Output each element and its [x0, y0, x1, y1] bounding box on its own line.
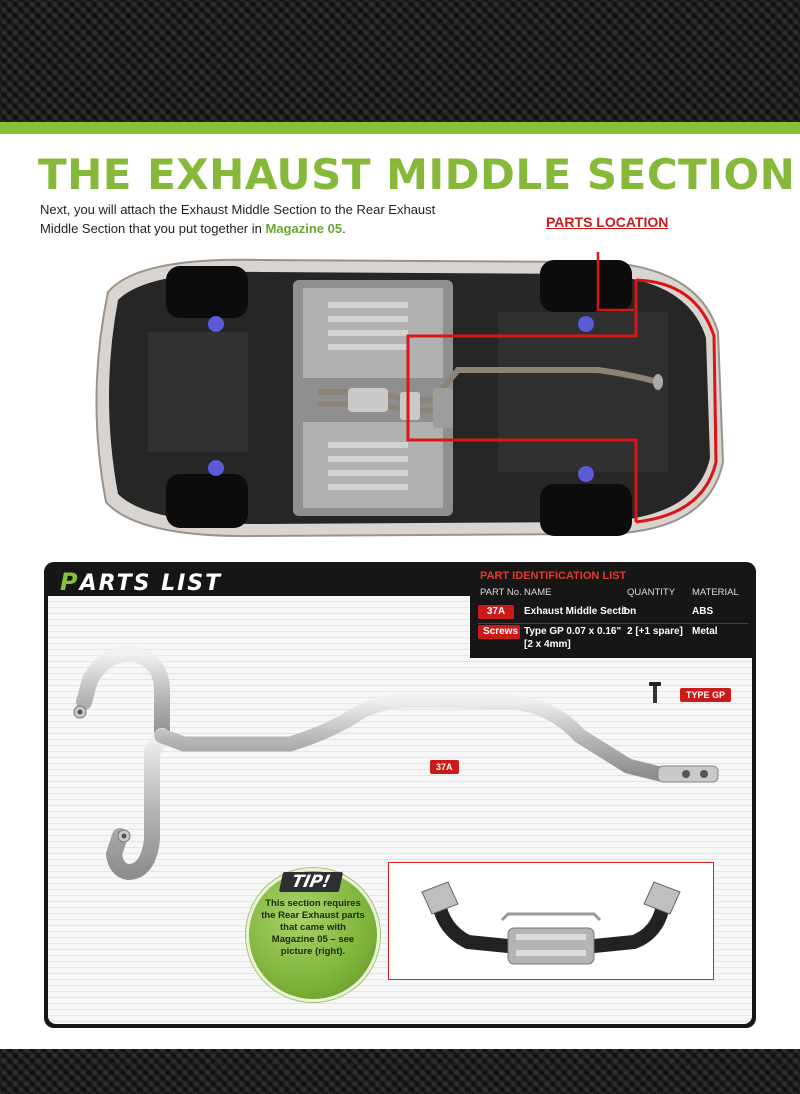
parts-list-title-rest: ARTS LIST — [79, 571, 223, 596]
row-37a-name: Exhaust Middle Section — [524, 606, 637, 617]
screw-type-gp-icon — [649, 682, 661, 703]
rear-exhaust-parts-image — [421, 881, 681, 965]
row-37a-part-no: 37A — [478, 605, 514, 619]
row-screws-name-line2: [2 x 4mm] — [524, 639, 571, 650]
row-37a-quantity: 1 — [622, 606, 628, 617]
header-name: NAME — [524, 587, 552, 598]
row-screws-name: Type GP 0.07 x 0.16" — [524, 626, 622, 637]
header-material: MATERIAL — [692, 587, 739, 598]
row-37a-material: ABS — [692, 606, 714, 617]
part-identification-panel — [470, 562, 756, 658]
row-screws-material: Metal — [692, 626, 718, 637]
tip-title: TIP! — [278, 872, 344, 892]
exhaust-middle-section-image — [73, 645, 719, 881]
intro-suffix: . — [342, 221, 346, 236]
intro-magazine-link: Magazine 05 — [265, 221, 343, 236]
parts-list-title-initial: P — [60, 568, 80, 596]
row-screws-quantity: 2 [+1 spare] — [627, 626, 683, 637]
row-screws-part-no: Screws — [478, 625, 520, 639]
footer-carbon-band — [0, 1049, 800, 1094]
header-carbon-band — [0, 0, 800, 122]
part-identification-title: PART IDENTIFICATION LIST — [480, 570, 627, 582]
table-divider — [478, 623, 748, 624]
car-underside-image — [95, 252, 725, 538]
part-37a-tag: 37A — [430, 760, 459, 774]
header-part-no: PART No. — [480, 587, 522, 598]
intro-prefix: Next, you will attach the Exhaust Middle… — [40, 202, 436, 236]
tip-text: This section requires the Rear Exhaust p… — [261, 898, 365, 957]
page-title: THE EXHAUST MIDDLE SECTION — [38, 150, 796, 199]
type-gp-tag: TYPE GP — [680, 688, 732, 702]
parts-list-title: PARTS LIST — [60, 568, 222, 596]
intro-text: Next, you will attach the Exhaust Middle… — [40, 200, 460, 238]
header-accent-bar — [0, 122, 800, 134]
header-quantity: QUANTITY — [627, 587, 676, 598]
parts-location-label: PARTS LOCATION — [546, 214, 669, 230]
